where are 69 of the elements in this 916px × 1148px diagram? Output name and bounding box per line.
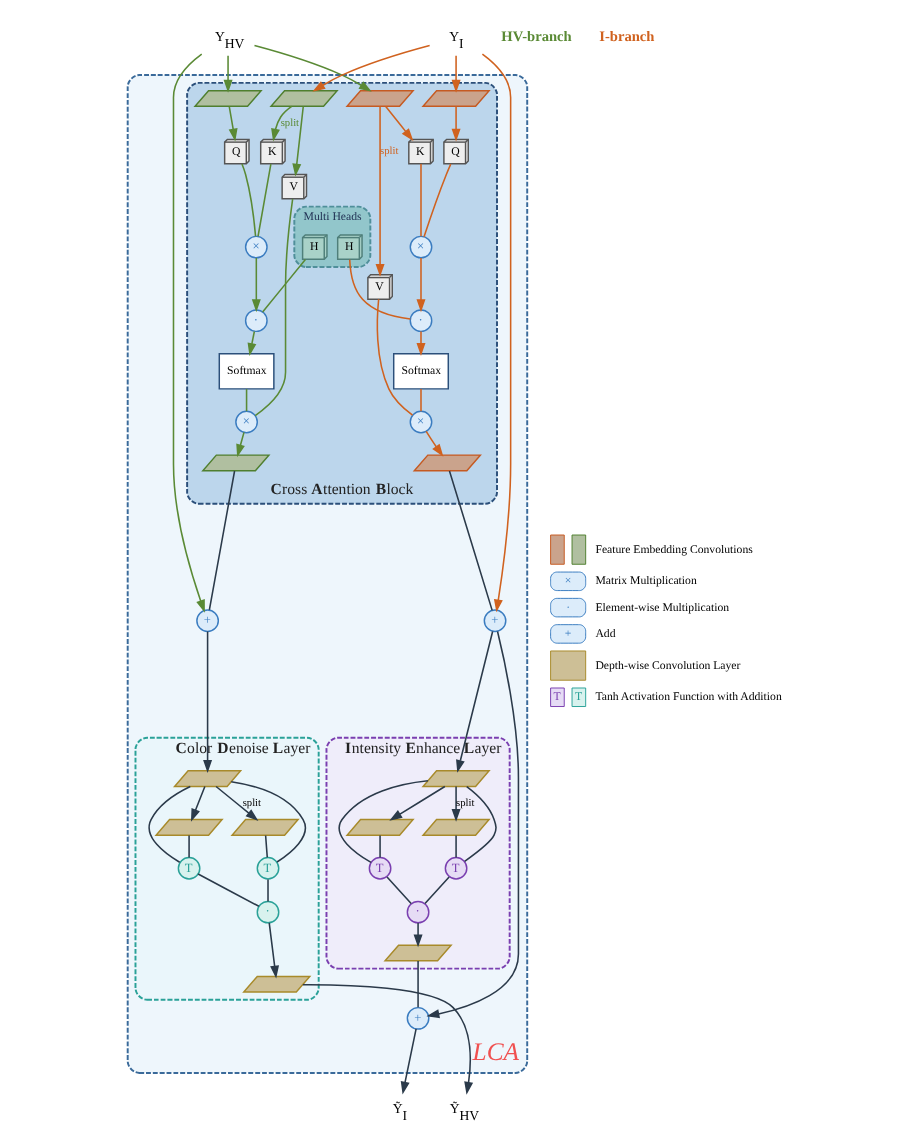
connector <box>447 470 492 612</box>
arrow <box>399 1028 416 1095</box>
arrow <box>384 105 413 142</box>
arrow <box>301 983 473 1095</box>
node-parallelogram <box>171 770 242 788</box>
connector <box>416 960 418 1008</box>
arrow <box>227 105 237 142</box>
connector <box>347 258 411 320</box>
node-parallelogram <box>344 89 414 107</box>
connector <box>378 834 380 859</box>
connector <box>263 834 268 859</box>
connector <box>240 163 256 237</box>
label: I-branch <box>598 26 654 45</box>
connector <box>422 163 451 238</box>
label: HV-branch <box>500 26 571 45</box>
arrow <box>291 105 304 177</box>
arrow <box>267 922 279 979</box>
arrow <box>480 53 511 613</box>
arrow <box>425 630 519 1019</box>
connector <box>256 163 271 238</box>
arrow <box>189 785 205 822</box>
arrow <box>374 105 384 277</box>
arrow <box>311 44 430 92</box>
node-parallelogram <box>241 975 311 993</box>
node-parallelogram <box>420 770 490 788</box>
connector <box>253 198 293 417</box>
connector <box>462 785 496 863</box>
arrow <box>222 54 232 93</box>
arrow <box>415 257 425 313</box>
connector <box>147 785 191 863</box>
arrow <box>214 785 258 821</box>
connector <box>337 779 428 864</box>
arrow <box>171 53 204 613</box>
node-parallelogram <box>153 818 223 836</box>
node-parallelogram <box>420 818 490 836</box>
connector <box>423 876 449 905</box>
node-parallelogram <box>411 454 481 472</box>
connector <box>229 780 306 863</box>
connector <box>419 163 421 238</box>
arrow <box>250 257 260 313</box>
arrow <box>202 630 212 773</box>
node-parallelogram <box>268 89 338 107</box>
connector <box>266 878 268 903</box>
node-parallelogram <box>229 818 299 836</box>
node-parallelogram <box>420 89 490 107</box>
arrow <box>450 105 460 142</box>
connector <box>207 470 235 611</box>
arrow <box>455 630 493 773</box>
arrow <box>252 44 371 92</box>
arrow <box>450 54 460 93</box>
connector <box>196 873 259 908</box>
node-parallelogram <box>192 89 262 107</box>
connector <box>385 876 411 905</box>
connector <box>454 834 456 859</box>
arrow <box>388 785 445 821</box>
node-parallelogram <box>200 454 270 472</box>
arrow <box>424 430 443 457</box>
arrow <box>246 330 256 356</box>
arrow <box>415 330 425 356</box>
arrow <box>235 431 244 458</box>
connector <box>244 388 247 412</box>
arrow <box>412 922 422 948</box>
connector <box>419 388 421 412</box>
node-parallelogram <box>382 944 452 962</box>
connector <box>375 298 413 416</box>
arrow <box>450 785 460 822</box>
connector <box>260 258 306 313</box>
node-parallelogram <box>344 818 414 836</box>
connector <box>187 834 189 859</box>
